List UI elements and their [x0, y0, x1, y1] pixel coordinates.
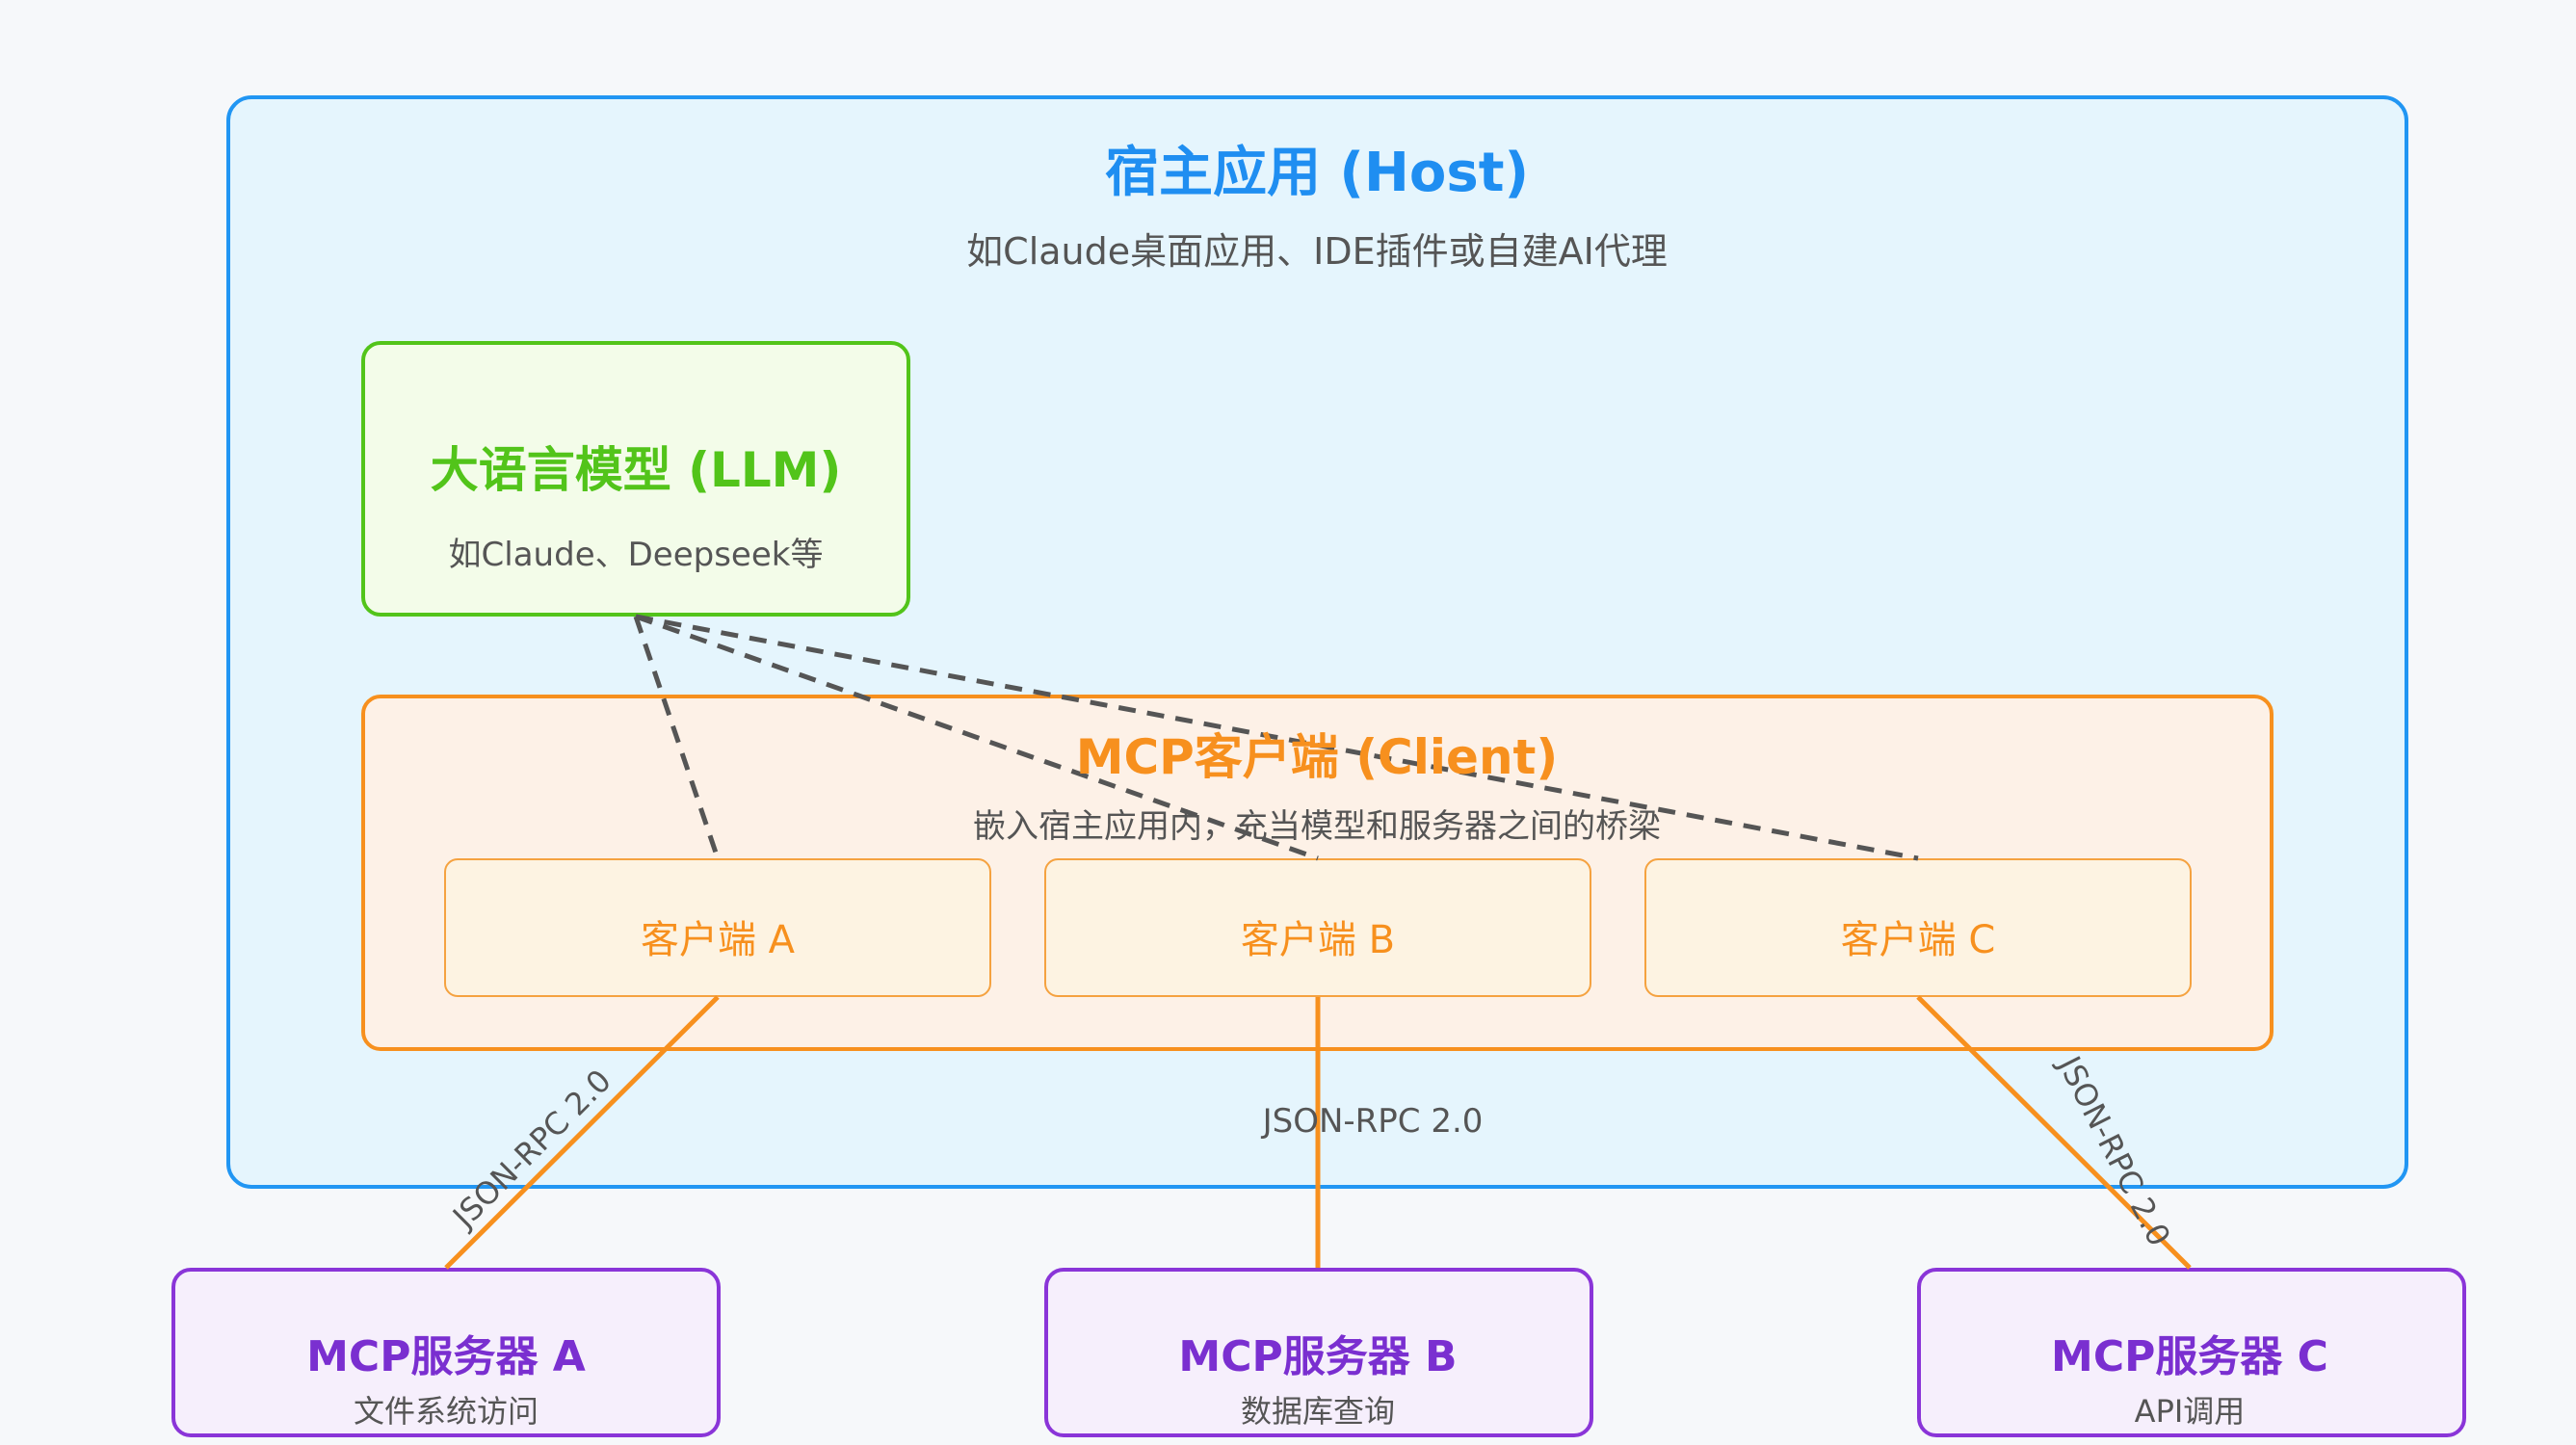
server-a-title: MCP服务器 A [306, 1332, 586, 1381]
llm-title: 大语言模型 (LLM) [430, 442, 842, 498]
client-title: MCP客户端 (Client) [1075, 729, 1559, 785]
server-b-box [1044, 1268, 1593, 1437]
server-b-title: MCP服务器 B [1178, 1332, 1458, 1381]
client-subtitle: 嵌入宿主应用内，充当模型和服务器之间的桥梁 [973, 807, 1661, 846]
llm-to-client-c-link [635, 614, 1919, 861]
client-a-to-server-a-link [444, 995, 720, 1270]
client-c-to-server-c-link [1916, 995, 2192, 1270]
client-a-label: 客户端 A [640, 918, 796, 962]
server-c-subtitle: API调用 [2134, 1393, 2246, 1430]
rpc-label-left: JSON-RPC 2.0 [444, 1063, 618, 1237]
client-b-box [1044, 858, 1591, 997]
client-c-box [1644, 858, 2192, 997]
host-subtitle: 如Claude桌面应用、IDE插件或自建AI代理 [966, 230, 1668, 273]
server-b-subtitle: 数据库查询 [1240, 1393, 1396, 1430]
host-title: 宿主应用 (Host) [1104, 142, 1530, 204]
client-b-label: 客户端 B [1240, 918, 1396, 962]
client-a-box [444, 858, 991, 997]
server-a-box [171, 1268, 721, 1437]
llm-box [361, 341, 910, 617]
server-c-box [1917, 1268, 2466, 1437]
server-a-subtitle: 文件系统访问 [353, 1393, 539, 1430]
llm-to-client-b-link [635, 614, 1319, 861]
rpc-label-middle: JSON-RPC 2.0 [1262, 1102, 1484, 1141]
llm-subtitle: 如Claude、Deepseek等 [448, 536, 824, 574]
llm-to-client-a-link [633, 616, 721, 859]
client-c-label: 客户端 C [1840, 918, 1996, 962]
server-c-title: MCP服务器 C [2051, 1332, 2328, 1381]
